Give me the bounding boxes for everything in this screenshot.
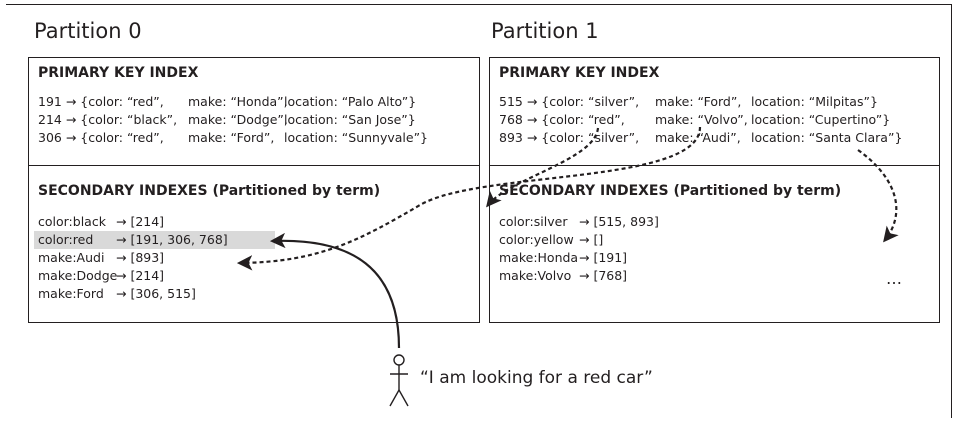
secondary-index-row: make:Volvo → [768] xyxy=(499,267,659,285)
primary-key-row: 214 → {color: “black”, make: “Dodge”,loca… xyxy=(38,111,428,129)
section-divider xyxy=(490,165,939,166)
posting-list: → [768] xyxy=(579,268,628,283)
index-term: make:Ford xyxy=(38,286,104,301)
record-make: make: “Ford”, xyxy=(655,94,742,109)
posting-list: → [214] xyxy=(116,268,165,283)
primary-key-rows: 515 → {color: “silver”, make: “Ford”, loca… xyxy=(499,93,902,147)
index-term: make:Honda xyxy=(499,250,579,265)
record-make: make: “Audi”, xyxy=(655,130,741,145)
index-term: color:red xyxy=(38,232,94,247)
index-term: make:Audi xyxy=(38,250,105,265)
record-make: make: “Dodge”, xyxy=(188,112,288,127)
primary-key-row: 515 → {color: “silver”, make: “Ford”, loca… xyxy=(499,93,902,111)
secondary-indexes-title: SECONDARY INDEXES (Partitioned by term) xyxy=(499,183,842,199)
record-make: make: “Honda”, xyxy=(188,94,288,109)
record-id-color: 191 → {color: “red”, xyxy=(38,94,164,109)
posting-list: → [515, 893] xyxy=(579,214,659,229)
posting-list: → [191] xyxy=(579,250,628,265)
record-id-color: 515 → {color: “silver”, xyxy=(499,94,640,109)
primary-key-row: 893 → {color: “silver”, make: “Audi”, loca… xyxy=(499,129,902,147)
primary-key-row: 191 → {color: “red”, make: “Honda”,locati… xyxy=(38,93,428,111)
primary-key-rows: 191 → {color: “red”,make: “Honda”,locati… xyxy=(38,93,428,147)
posting-list: → [191, 306, 768] xyxy=(116,232,228,247)
record-location: location: “San Jose”} xyxy=(284,112,416,127)
record-id-color: 893 → {color: “silver”, xyxy=(499,130,640,145)
secondary-index-row: color:silver → [515, 893] xyxy=(499,213,659,231)
index-term: make:Volvo xyxy=(499,268,572,283)
partition-1-panel: PRIMARY KEY INDEX 515 → {color: “silver”… xyxy=(489,57,940,323)
record-location: location: “Palo Alto”} xyxy=(284,94,417,109)
record-location: location: “Santa Clara”} xyxy=(751,130,903,145)
primary-key-row: 306 → {color: “red”, make: “Ford”, locatio… xyxy=(38,129,428,147)
posting-list: → [306, 515] xyxy=(116,286,196,301)
secondary-index-rows: color:silver → [515, 893] color:yellow → [… xyxy=(499,213,659,285)
posting-list: → [893] xyxy=(116,250,165,265)
primary-key-index-title: PRIMARY KEY INDEX xyxy=(499,65,660,81)
secondary-indexes-title: SECONDARY INDEXES (Partitioned by term) xyxy=(38,183,381,199)
partition-1-title: Partition 1 xyxy=(491,19,599,43)
record-location: location: “Sunnyvale”} xyxy=(284,130,429,145)
secondary-index-row-highlighted: color:red → [191, 306, 768] xyxy=(34,231,275,249)
primary-key-index-title: PRIMARY KEY INDEX xyxy=(38,65,199,81)
secondary-index-row: make:Honda→ [191] xyxy=(499,249,659,267)
record-make: make: “Ford”, xyxy=(188,130,275,145)
section-divider xyxy=(29,165,479,166)
primary-key-row: 768 → {color: “red”, make: “Volvo”,locati… xyxy=(499,111,902,129)
record-location: location: “Milpitas”} xyxy=(751,94,878,109)
record-id-color: 768 → {color: “red”, xyxy=(499,112,625,127)
index-term: make:Dodge xyxy=(38,268,118,283)
index-term: color:black xyxy=(38,214,106,229)
partition-0-title: Partition 0 xyxy=(34,19,142,43)
figure-frame xyxy=(6,4,952,418)
more-terms-ellipsis: … xyxy=(886,269,904,288)
secondary-index-rows: color:black → [214] color:red → [191, 306,… xyxy=(34,213,275,303)
record-location: location: “Cupertino”} xyxy=(751,112,891,127)
secondary-index-row: color:yellow → [] xyxy=(499,231,659,249)
secondary-index-row: make:Ford → [306, 515] xyxy=(38,285,275,303)
index-term: color:silver xyxy=(499,214,568,229)
user-query-quote: “I am looking for a red car” xyxy=(420,368,653,388)
record-make: make: “Volvo”, xyxy=(655,112,748,127)
partition-0-panel: PRIMARY KEY INDEX 191 → {color: “red”, ma… xyxy=(28,57,480,323)
posting-list: → [214] xyxy=(116,214,165,229)
record-id-color: 306 → {color: “red”, xyxy=(38,130,164,145)
index-term: color:yellow xyxy=(499,232,574,247)
posting-list: → [] xyxy=(579,232,604,247)
secondary-index-row: make:Audi → [893] xyxy=(38,249,275,267)
secondary-index-row: make:Dodge→ [214] xyxy=(38,267,275,285)
record-id-color: 214 → {color: “black”, xyxy=(38,112,178,127)
secondary-index-row: color:black → [214] xyxy=(38,213,275,231)
